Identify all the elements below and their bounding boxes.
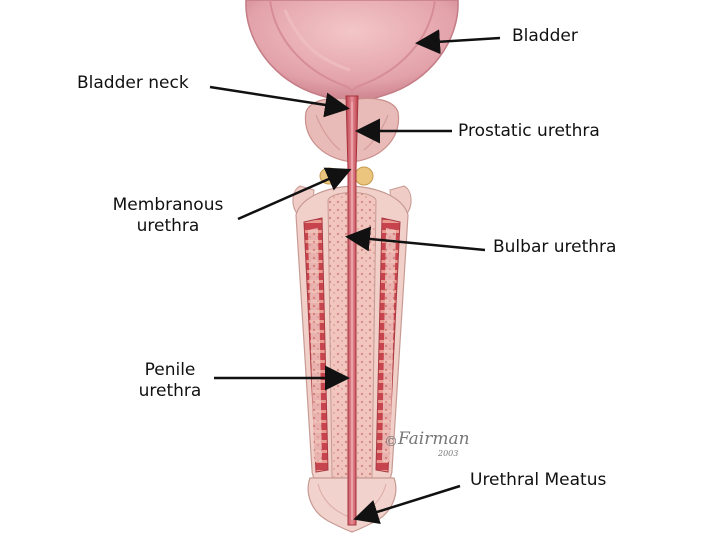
label-prostatic-urethra: Prostatic urethra	[458, 121, 600, 141]
arrow-bulbar-urethra	[345, 226, 486, 252]
label-penile-line1: Penile	[144, 360, 196, 380]
artist-signature: © Fairman 2003	[384, 429, 470, 458]
signature-mark: ©	[384, 434, 398, 450]
signature-year: 2003	[437, 449, 458, 458]
bulbourethral-glands	[319, 166, 374, 186]
label-bladder-neck: Bladder neck	[77, 73, 189, 93]
arrow-membranous-urethra	[237, 167, 352, 221]
arrow-bladder	[415, 29, 501, 55]
pointer-arrows	[209, 29, 501, 524]
arrow-urethral-meatus	[353, 484, 461, 524]
label-membranous-line1: Membranous	[112, 195, 224, 215]
label-bladder: Bladder	[512, 26, 578, 46]
bladder-shape	[245, 0, 459, 105]
arrow-bladder-neck	[209, 85, 350, 118]
label-membranous-urethra: Membranous urethra	[100, 195, 236, 237]
signature-name: Fairman	[397, 429, 470, 449]
label-bulbar-urethra: Bulbar urethra	[493, 237, 617, 257]
label-membranous-line2: urethra	[136, 216, 200, 236]
label-penile-urethra: Penile urethra	[128, 360, 212, 402]
label-urethral-meatus: Urethral Meatus	[470, 470, 607, 490]
urethra-channel	[345, 95, 359, 526]
penile-shaft	[292, 185, 412, 533]
label-penile-line2: urethra	[138, 381, 202, 401]
